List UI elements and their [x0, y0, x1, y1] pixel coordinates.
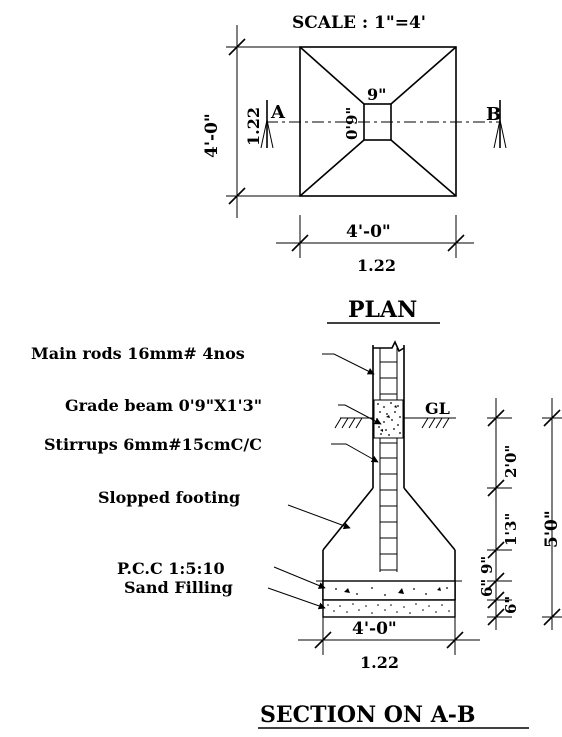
pcc-layer: [316, 580, 462, 601]
scale-label: SCALE : 1"=4': [292, 13, 426, 33]
plan-column-width-label: 9": [367, 85, 386, 104]
section-total-dimension: 5'0": [542, 398, 562, 630]
section-marker-b: B: [486, 104, 501, 125]
section-bottom-dim-m: 1.22: [360, 653, 399, 672]
dim-6in-pcc: 6": [478, 579, 496, 597]
plan-bottom-dim-ft: 4'-0": [346, 222, 391, 242]
section-stirrups: [380, 361, 397, 571]
section-bottom-dimension: 4'-0" 1.22: [298, 617, 480, 672]
plan-title: PLAN: [348, 297, 417, 323]
dim-6in-sand: 6": [502, 596, 520, 614]
ground-level-label: GL: [425, 399, 450, 418]
label-stirrups: Stirrups 6mm#15cmC/C: [44, 435, 262, 454]
section-bottom-dim-ft: 4'-0": [352, 619, 397, 639]
dim-total-height: 5'0": [542, 510, 562, 548]
label-pcc: P.C.C 1:5:10: [117, 559, 225, 578]
label-slopped-footing: Slopped footing: [98, 488, 240, 507]
section-marker-a: A: [270, 102, 286, 123]
dim-1ft3: 1'3": [502, 513, 520, 546]
label-main-rods: Main rods 16mm# 4nos: [31, 344, 245, 363]
plan-bottom-dim-m: 1.22: [357, 256, 396, 275]
label-sand: Sand Filling: [124, 578, 233, 597]
plan-side-dimension: 4'-0" 1.22: [202, 25, 300, 218]
dim-2ft: 2'0": [502, 445, 520, 478]
ground-line: GL: [334, 399, 456, 429]
plan-column-depth-label: 0'9": [343, 107, 361, 140]
sand-layer: [322, 599, 456, 618]
section-column: [372, 340, 405, 572]
grade-beam: [373, 399, 404, 439]
dim-9in: 9": [478, 556, 496, 574]
plan-side-dim-ft: 4'-0": [202, 113, 222, 158]
label-grade-beam: Grade beam 0'9"X1'3": [65, 396, 262, 415]
plan-side-dim-m: 1.22: [244, 107, 263, 146]
plan-bottom-dimension: 4'-0" 1.22: [276, 215, 474, 275]
section-title: SECTION ON A-B: [260, 702, 476, 728]
section-right-dimensions: 2'0" 1'3" 9" 6" 6": [478, 398, 520, 630]
